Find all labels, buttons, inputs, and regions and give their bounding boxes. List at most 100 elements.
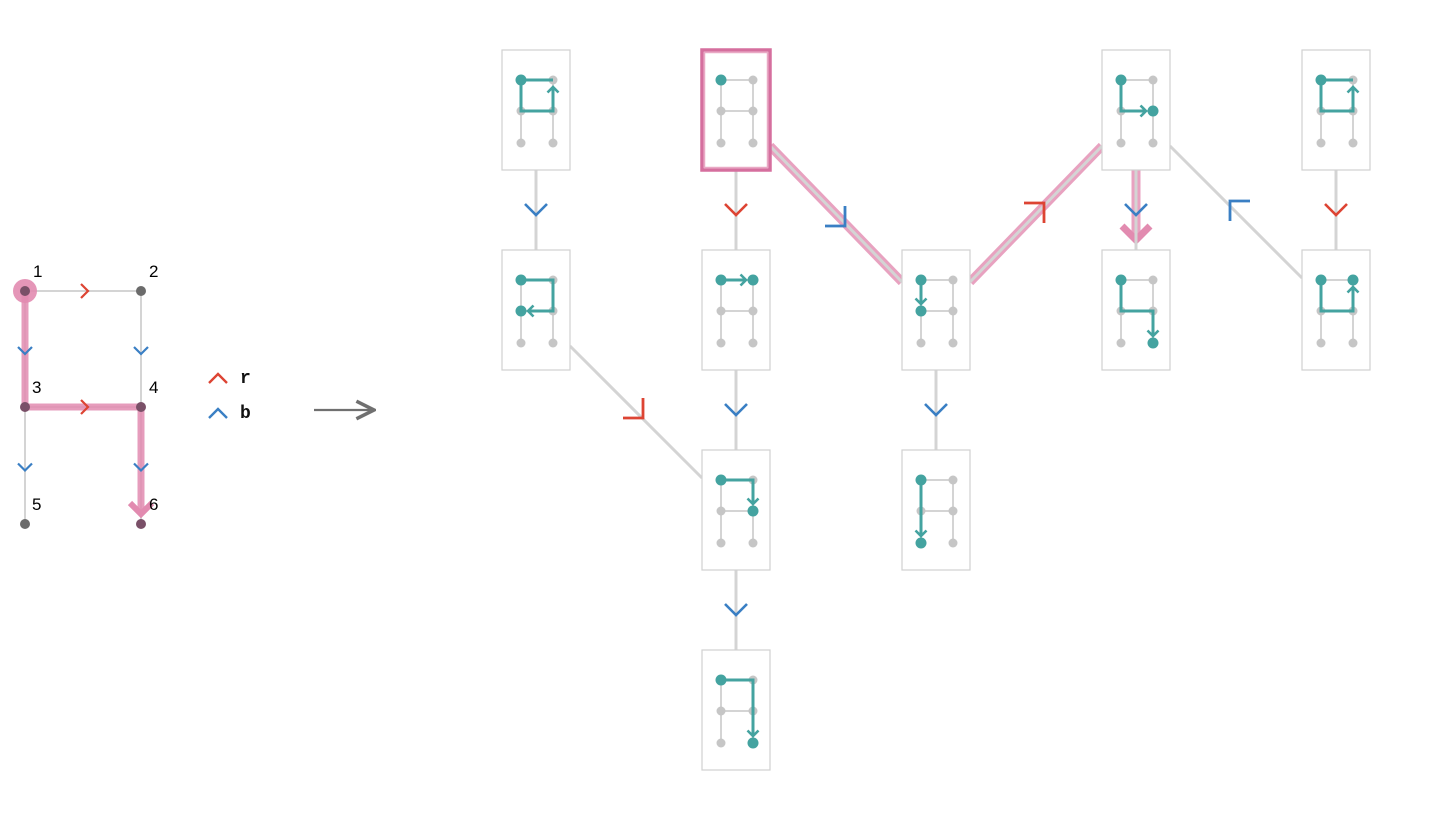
mini-node-E-6 [1148, 138, 1158, 148]
mini-node-G-6 [748, 538, 758, 548]
mini-path-arrow-F [526, 304, 535, 318]
mini-start-node-D [915, 274, 927, 286]
graph-highlighted-path [21, 291, 145, 510]
graph-node-label-4: 4 [149, 378, 158, 397]
mini-node-K-6 [1348, 138, 1358, 148]
transition-label-A-F [524, 203, 548, 217]
mini-node-D-2 [948, 275, 958, 285]
transition-label-E-X [1228, 199, 1250, 221]
state-boxes [501, 48, 1371, 771]
state-box-J [701, 649, 771, 771]
mini-node-B-2 [748, 75, 758, 85]
mini-node-G-5 [716, 538, 726, 548]
state-box-G [701, 449, 771, 571]
mini-path-G [721, 478, 755, 504]
mini-path-arrow-J [746, 729, 760, 738]
mini-path-A [519, 78, 555, 113]
transition-label-F-G [623, 398, 645, 420]
state-box-E [1101, 49, 1171, 171]
mini-start-node-C [715, 274, 727, 286]
legend-b-chevron [208, 407, 228, 419]
mini-path-arrow-H [914, 529, 928, 538]
transition-F-G [568, 344, 704, 480]
transition-label-B-D [825, 206, 847, 228]
graph-node-3 [20, 402, 30, 412]
transition-label-K-X [1324, 203, 1348, 217]
state-box-K [1301, 49, 1371, 171]
legend-b-label: b [240, 404, 251, 424]
mini-node-D-5 [916, 338, 926, 348]
state-box-I [1101, 249, 1171, 371]
mini-path-arrow-G [746, 497, 760, 506]
mini-end-node-H [915, 537, 927, 549]
state-box-B [700, 48, 772, 172]
mini-path-I [1119, 280, 1155, 336]
mini-path-arrow-E [1139, 104, 1148, 118]
transitions [524, 142, 1348, 650]
graph-node-label-2: 2 [149, 262, 158, 281]
mini-end-node-I [1147, 337, 1159, 349]
mini-node-I-2 [1148, 275, 1158, 285]
mini-end-node-E [1147, 105, 1159, 117]
transition-label-D-E [1024, 201, 1046, 223]
mini-node-C-4 [748, 306, 758, 316]
mini-start-node-G [715, 474, 727, 486]
mini-end-node-G [747, 505, 759, 517]
state-box-D [901, 249, 971, 371]
legend-r-chevron [208, 372, 228, 384]
mini-node-C-6 [748, 338, 758, 348]
graph-edge-label-2-4 [133, 346, 149, 356]
mini-path-arrow-X [1346, 285, 1360, 294]
mini-node-X-5 [1316, 338, 1326, 348]
mini-node-J-5 [716, 738, 726, 748]
mini-end-node-F [515, 305, 527, 317]
mini-start-node-H [915, 474, 927, 486]
mini-node-E-2 [1148, 75, 1158, 85]
mini-node-B-4 [748, 106, 758, 116]
mini-node-G-3 [716, 506, 726, 516]
graph-edge-label-3-5 [17, 462, 33, 473]
mini-path-arrow-I [1146, 329, 1160, 338]
mini-end-node-D [915, 305, 927, 317]
transition-B-D [768, 144, 904, 284]
mini-path-arrow-K [1346, 85, 1360, 94]
transition-E-X [1168, 144, 1304, 280]
mini-path-X [1319, 280, 1355, 313]
graph-node-label-3: 3 [32, 378, 41, 397]
mini-node-A-6 [548, 138, 558, 148]
mini-start-node-B [715, 74, 727, 86]
mini-start-node-K [1315, 74, 1327, 86]
mini-node-A-5 [516, 138, 526, 148]
mini-end-node-J [747, 737, 759, 749]
graph-node-2 [136, 286, 146, 296]
mini-start-node-X [1315, 274, 1327, 286]
mini-node-C-3 [716, 306, 726, 316]
mini-node-F-6 [548, 338, 558, 348]
mini-node-H-4 [948, 506, 958, 516]
mini-node-B-6 [748, 138, 758, 148]
state-box-C [701, 249, 771, 371]
mini-node-I-5 [1116, 338, 1126, 348]
legend-r-label: r [240, 369, 251, 389]
mini-node-K-5 [1316, 138, 1326, 148]
mini-start-node-I [1115, 274, 1127, 286]
transition-label-C-G [724, 403, 748, 417]
transition-label-D-H [924, 403, 948, 417]
state-box-F [501, 249, 571, 371]
mini-node-C-5 [716, 338, 726, 348]
graph-node-label-6: 6 [149, 495, 158, 514]
mini-node-H-6 [948, 538, 958, 548]
mini-path-arrow-C [739, 273, 748, 287]
mini-node-E-5 [1116, 138, 1126, 148]
mini-path-J [721, 678, 755, 736]
state-box-A [501, 49, 571, 171]
transition-label-G-J [724, 603, 748, 617]
mini-node-F-5 [516, 338, 526, 348]
graph-edge-label-4-6 [133, 462, 149, 473]
graph-node-label-1: 1 [33, 262, 42, 281]
mini-node-J-3 [716, 706, 726, 716]
graph-node-6 [136, 519, 146, 529]
mini-node-D-4 [948, 306, 958, 316]
